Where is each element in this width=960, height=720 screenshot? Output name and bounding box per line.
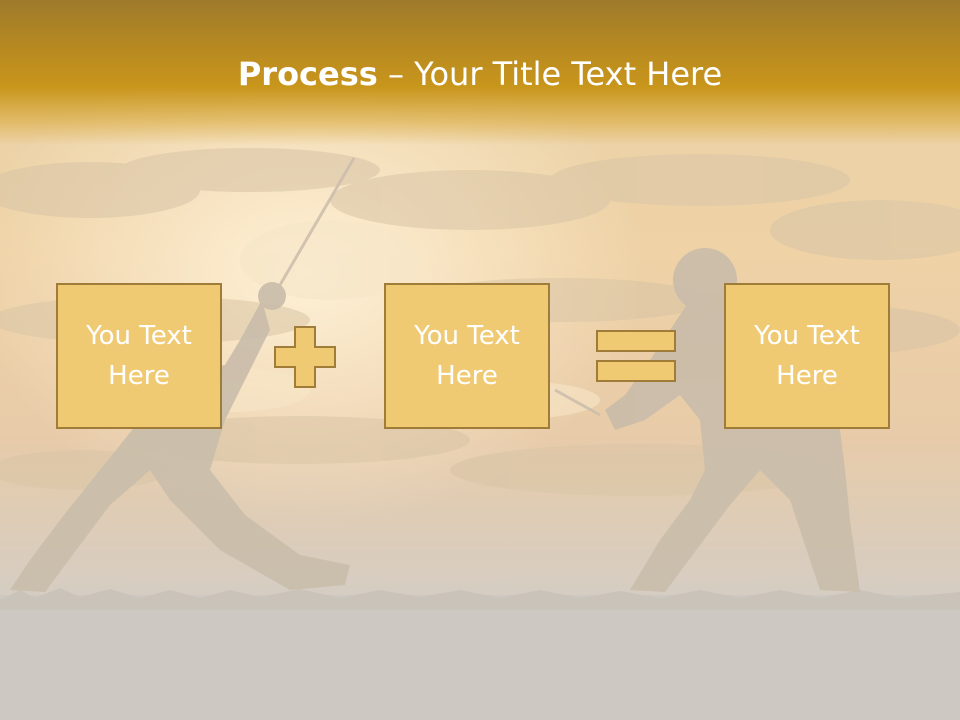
title-rest: Your Title Text Here: [414, 55, 723, 93]
process-box-2-text: You Text Here: [414, 321, 520, 391]
process-box-1-text: You Text Here: [86, 321, 192, 391]
title-bold: Process: [237, 55, 378, 93]
slide-title: Process – Your Title Text Here: [0, 52, 960, 96]
process-box-2: You Text Here: [384, 283, 550, 429]
process-box-1: You Text Here: [56, 283, 222, 429]
equals-icon: [596, 330, 676, 382]
process-box-3-text: You Text Here: [754, 321, 860, 391]
process-box-3: You Text Here: [724, 283, 890, 429]
header-band: [0, 0, 960, 145]
title-separator: –: [377, 55, 415, 93]
plus-icon: [274, 326, 336, 388]
